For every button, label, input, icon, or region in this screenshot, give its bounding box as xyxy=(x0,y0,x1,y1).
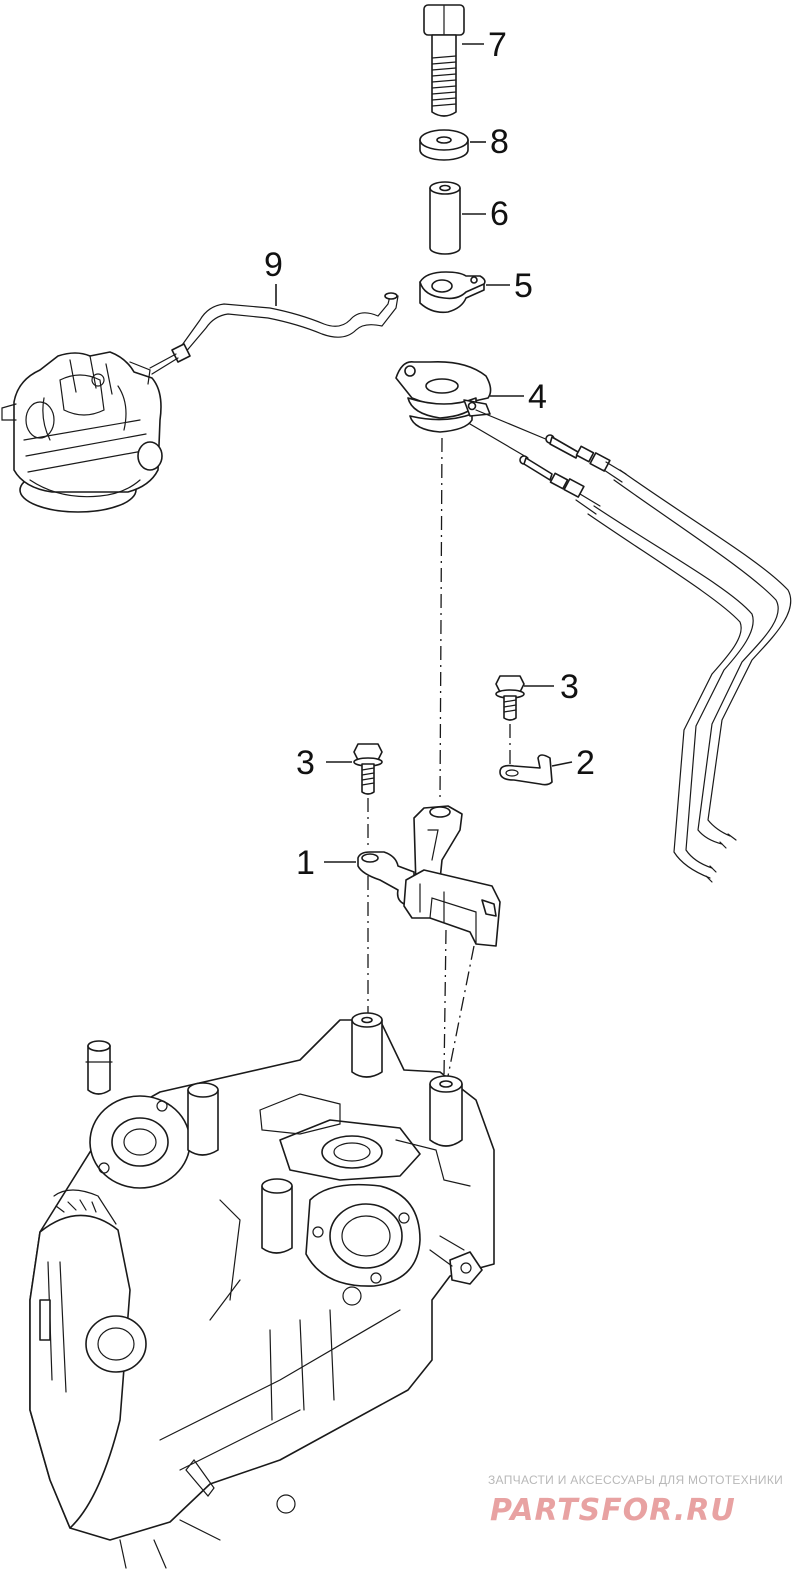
watermark: ЗАПЧАСТИ И АКСЕССУАРЫ ДЛЯ МОТОТЕХНИКИ PA… xyxy=(488,1473,783,1528)
part-9-hose xyxy=(149,292,399,375)
carburetor xyxy=(1,351,163,513)
callout-3-right: 3 xyxy=(560,668,579,706)
part-3-bolt-right xyxy=(495,675,525,721)
alignment-lines xyxy=(367,437,511,1077)
callout-9: 9 xyxy=(264,246,283,284)
part-3-bolt-left xyxy=(353,743,383,795)
callout-6: 6 xyxy=(490,195,509,233)
part-7-bolt xyxy=(423,4,465,117)
callout-4: 4 xyxy=(528,378,547,416)
callout-5: 5 xyxy=(514,267,533,305)
throttle-cables xyxy=(469,409,792,883)
part-6-collar xyxy=(429,181,461,255)
callout-labels: 7 8 6 5 4 9 3 2 3 1 xyxy=(264,26,595,882)
part-1-bracket xyxy=(357,805,501,947)
part-4-throttle-lever xyxy=(395,360,492,433)
watermark-tagline: ЗАПЧАСТИ И АКСЕССУАРЫ ДЛЯ МОТОТЕХНИКИ xyxy=(488,1473,783,1487)
part-5-cam xyxy=(419,271,486,314)
callout-2: 2 xyxy=(576,744,595,782)
callout-3-left: 3 xyxy=(296,744,315,782)
callout-1: 1 xyxy=(296,844,315,882)
callout-8: 8 xyxy=(490,123,509,161)
callout-7: 7 xyxy=(488,26,507,64)
part-2-clip xyxy=(499,754,553,786)
intake-manifold-casting xyxy=(29,1012,495,1569)
part-8-washer xyxy=(419,129,469,161)
watermark-brand-logo: PARTSFOR.RU xyxy=(490,1493,736,1528)
leader-lines xyxy=(275,43,573,863)
